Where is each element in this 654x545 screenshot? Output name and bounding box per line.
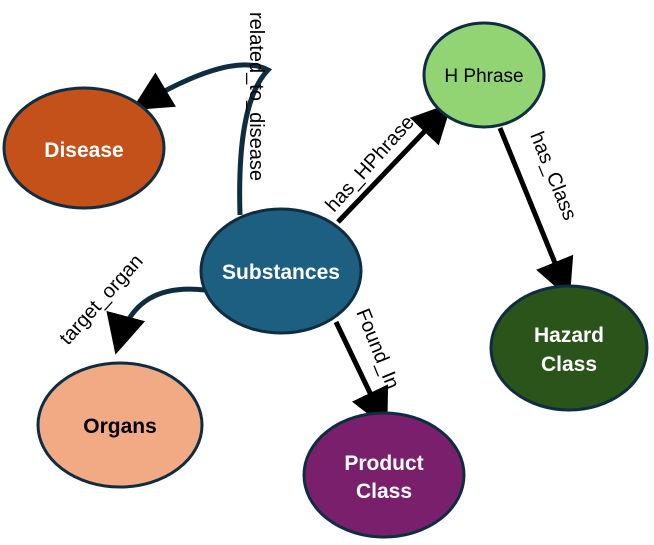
node-hazard-class-label-line1: Hazard — [534, 324, 604, 347]
node-h-phrase: H Phrase — [422, 21, 546, 129]
node-organs: Organs — [36, 361, 204, 489]
node-disease: Disease — [2, 86, 166, 210]
edge-target-organ — [106, 286, 206, 355]
edge-label-found-in: Found_In — [351, 306, 403, 393]
node-hazard-class-label-line2: Class — [541, 353, 597, 376]
edge-label-has-hphrase: has_HPhrase — [321, 112, 418, 217]
edge-label-target-organ: target_organ — [55, 250, 147, 349]
node-h-phrase-label: H Phrase — [444, 66, 523, 87]
node-product-class-label-line2: Class — [356, 480, 412, 503]
edge-label-related-to-disease: related_to_disease — [245, 12, 267, 181]
node-substances-label: Substances — [222, 261, 340, 284]
edge-has-class — [497, 127, 574, 300]
node-disease-label: Disease — [44, 139, 123, 162]
node-product-class-label-line1: Product — [344, 452, 423, 475]
edge-has-hphrase — [336, 102, 452, 224]
node-organs-label: Organs — [83, 415, 157, 438]
node-hazard-class: Hazard Class — [489, 284, 649, 412]
node-substances: Substances — [199, 207, 363, 335]
node-product-class: Product Class — [302, 411, 466, 539]
edge-related-to-disease — [131, 62, 273, 216]
edge-found-in — [333, 320, 389, 430]
